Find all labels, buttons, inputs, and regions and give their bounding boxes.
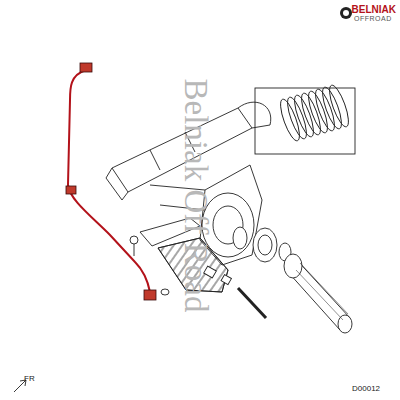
drawing-stroke bbox=[326, 83, 352, 128]
drawing-stroke bbox=[221, 275, 231, 285]
drawing-stroke bbox=[134, 244, 135, 256]
direction-label: FR bbox=[24, 374, 35, 383]
drawing-stroke bbox=[277, 83, 352, 142]
drawing-stroke bbox=[253, 228, 277, 262]
drawing-number: D00012 bbox=[352, 384, 380, 393]
drawing-stroke bbox=[130, 236, 138, 244]
logo-mark bbox=[340, 7, 352, 19]
drawing-stroke bbox=[144, 290, 156, 300]
drawing-stroke bbox=[343, 10, 349, 16]
drawing-stroke bbox=[238, 102, 271, 128]
drawing-stroke bbox=[338, 315, 352, 333]
logo-subtext: OFFROAD bbox=[354, 15, 392, 22]
drawing-stroke bbox=[106, 168, 128, 200]
drawing-stroke bbox=[161, 289, 169, 295]
drawing-stroke bbox=[66, 186, 76, 194]
drawing-stroke bbox=[238, 288, 266, 318]
drawing-stroke bbox=[233, 227, 247, 249]
drawing-stroke bbox=[68, 70, 150, 292]
drawing-stroke bbox=[284, 254, 302, 278]
bearing-and-shaft bbox=[233, 227, 352, 333]
watermark: Belniak Off Road bbox=[176, 78, 213, 312]
drawing-stroke bbox=[340, 7, 352, 19]
drawing-stroke bbox=[80, 63, 92, 72]
logo-text: BELNIAK bbox=[352, 4, 396, 15]
sensor-wire bbox=[66, 63, 156, 300]
spring-inset bbox=[255, 83, 355, 154]
drawing-stroke bbox=[296, 263, 348, 320]
drawing-stroke bbox=[258, 235, 272, 255]
